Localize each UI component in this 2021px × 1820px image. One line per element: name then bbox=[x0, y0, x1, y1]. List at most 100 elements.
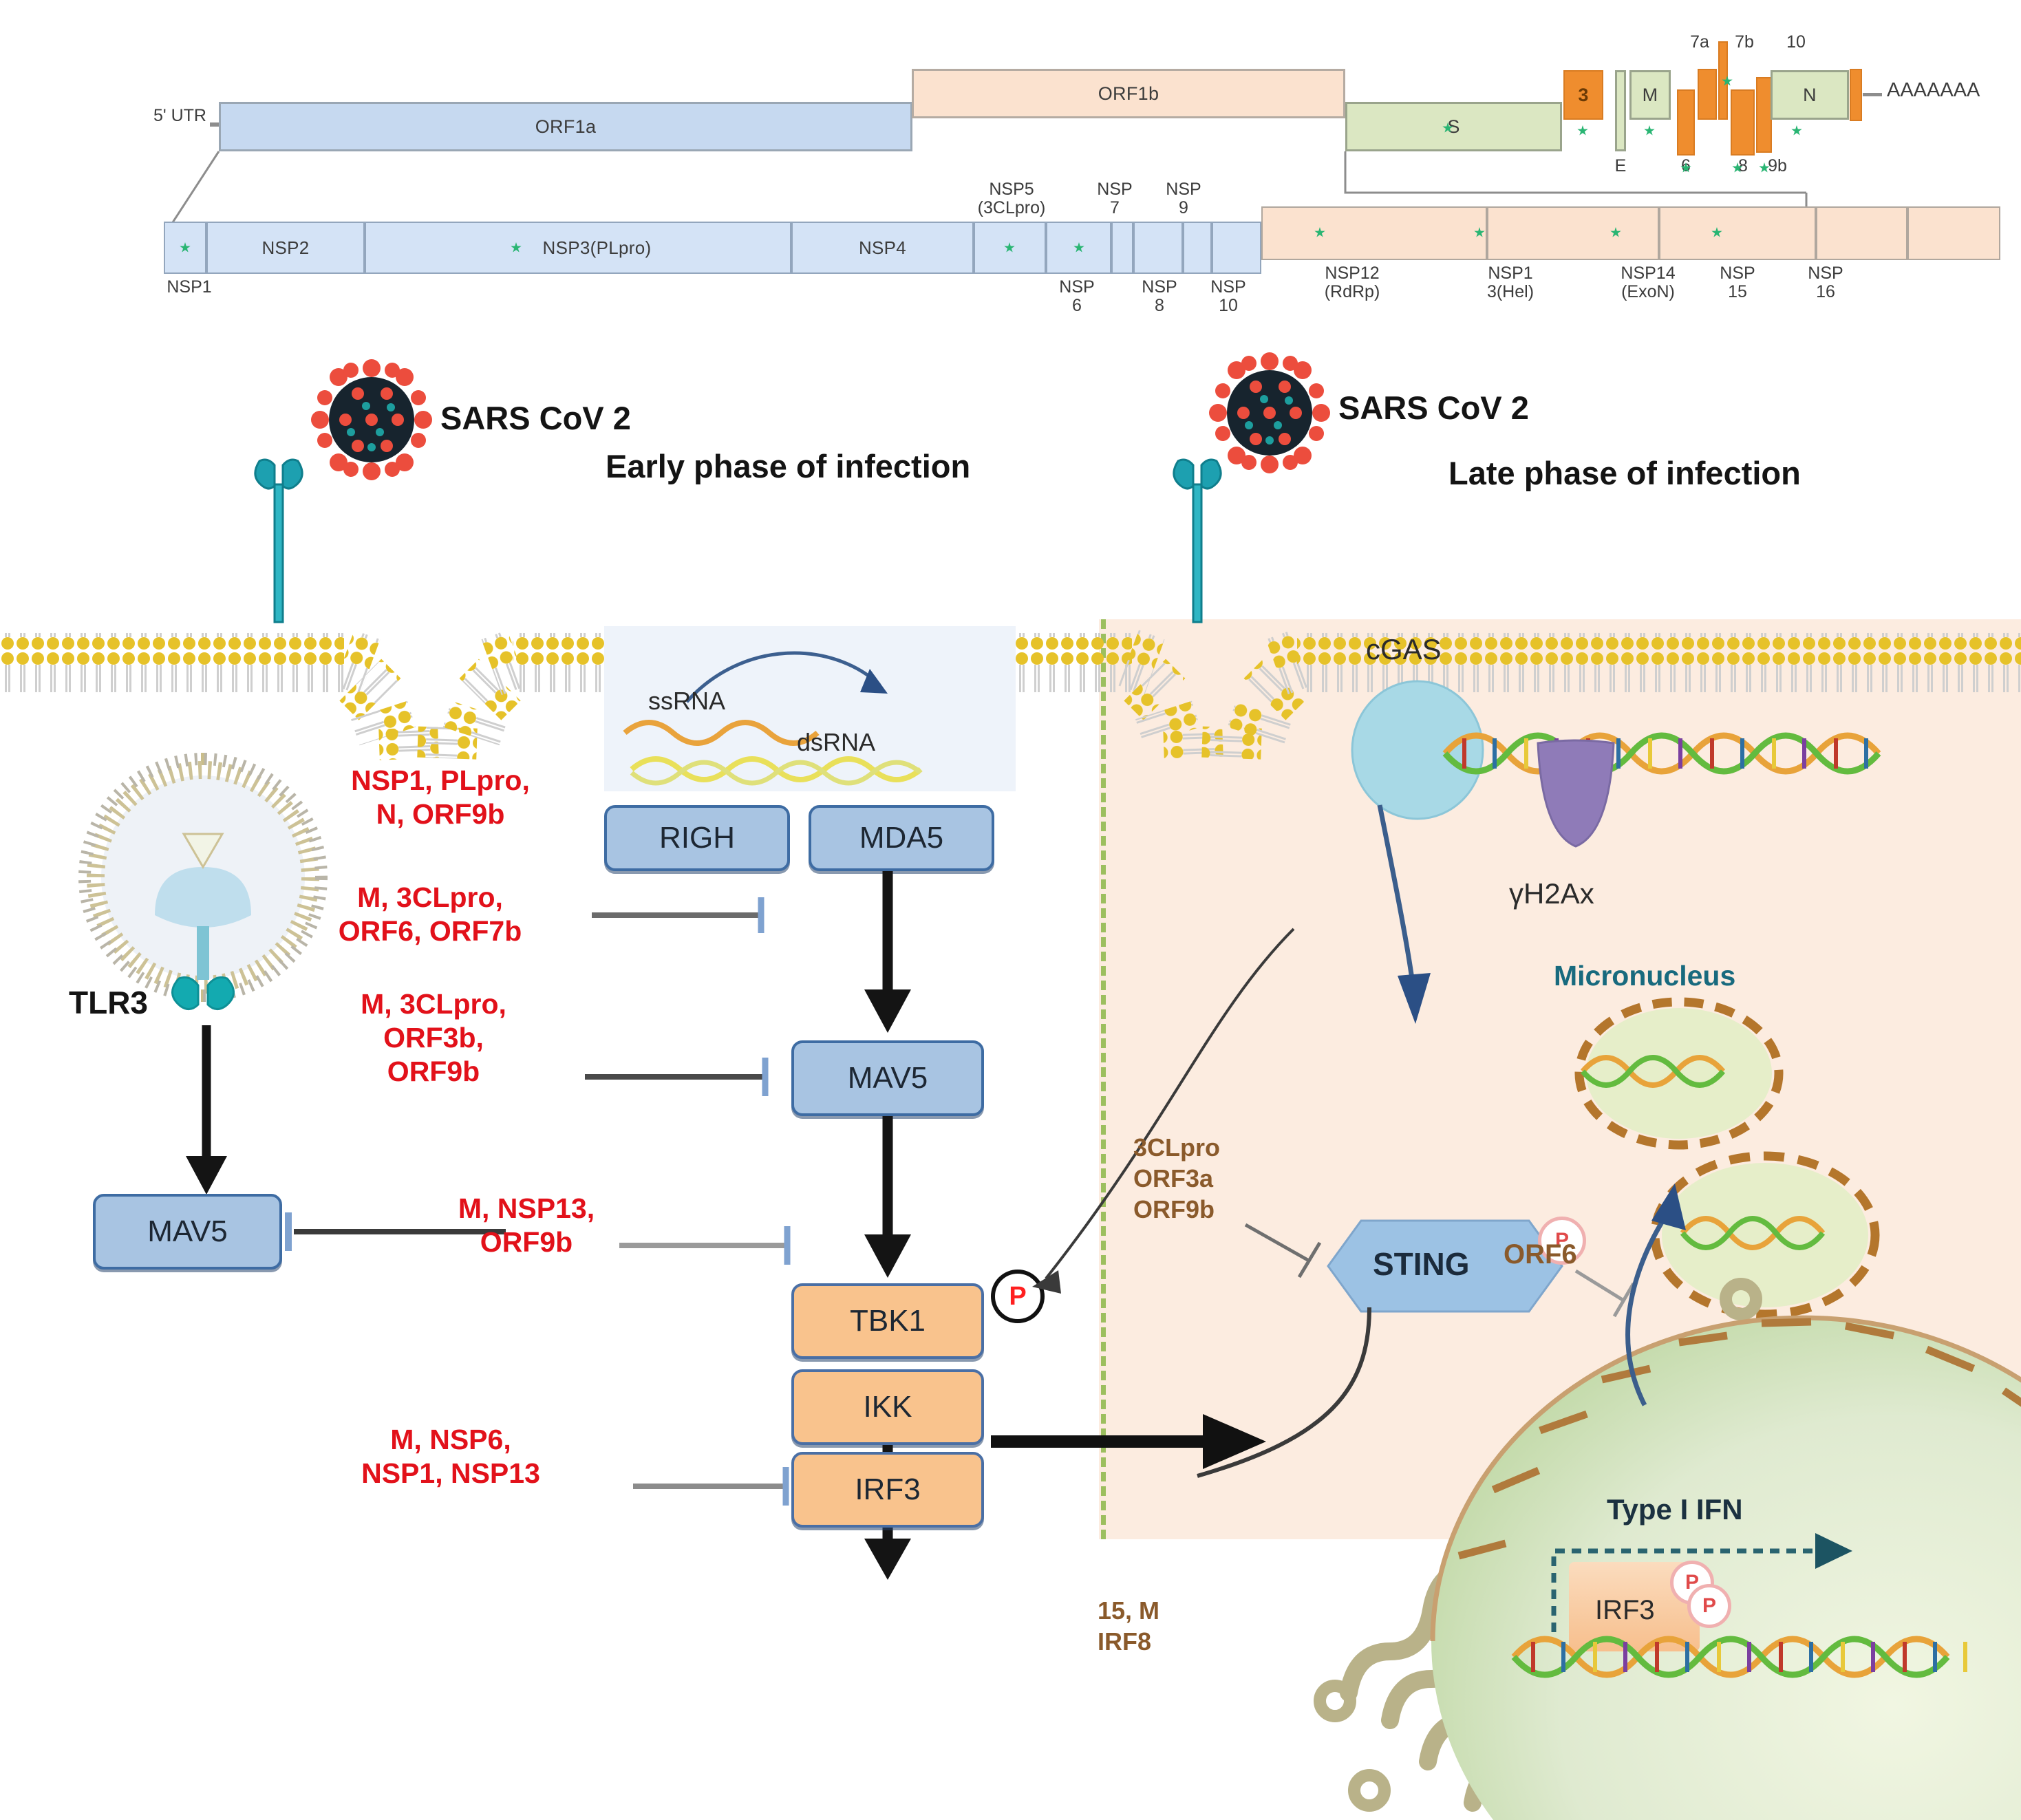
orf1b-label: ORF1b bbox=[1098, 83, 1159, 104]
inhibitor-irf3-connector bbox=[633, 1467, 789, 1506]
nsp15-segment bbox=[1816, 206, 1907, 260]
late-phase-title: Late phase of infection bbox=[1448, 455, 1801, 491]
nsp6-label: NSP 6 bbox=[1059, 277, 1095, 315]
nsp2-segment: NSP2 bbox=[206, 222, 365, 274]
node-mav5-tlr3[interactable]: MAV5 bbox=[93, 1194, 282, 1270]
inhibitor-entry-label: NSP1, PLpro, N, ORF9b bbox=[351, 764, 530, 831]
micronucleus-lower-icon bbox=[1650, 1151, 1880, 1319]
node-sting-shape[interactable] bbox=[1327, 1218, 1563, 1314]
polya-tick bbox=[1863, 93, 1882, 96]
phospho-label: P bbox=[1554, 1229, 1569, 1252]
cgas-icon bbox=[1351, 680, 1484, 820]
nsp9-label: NSP 9 bbox=[1166, 180, 1201, 217]
nsp10-segment bbox=[1212, 222, 1261, 274]
nsp5-label: NSP5 (3CLpro) bbox=[977, 180, 1046, 217]
inhibitor-rig-mda5-connector bbox=[592, 897, 764, 933]
node-irf3[interactable]: IRF3 bbox=[791, 1452, 984, 1528]
node-mda5-label: MDA5 bbox=[859, 821, 944, 855]
orf6-label: ORF6 bbox=[1504, 1239, 1577, 1270]
inhibitor-mav5-left-connector bbox=[285, 1212, 506, 1251]
phospho-sting-icon: P bbox=[1538, 1217, 1586, 1265]
nsp7-segment bbox=[1111, 222, 1133, 274]
sting-to-er-curve bbox=[1197, 1307, 1371, 1478]
node-righ-label: RIGH bbox=[659, 821, 735, 855]
mda5-to-mavs-arrow bbox=[864, 871, 911, 1033]
gene-10-box bbox=[1850, 69, 1862, 121]
orf1a-label: ORF1a bbox=[535, 116, 597, 137]
gh2ax-icon bbox=[1537, 739, 1615, 848]
dsrna-label: dsRNA bbox=[797, 728, 876, 756]
virion-left-icon bbox=[311, 359, 432, 480]
gh2ax-label: γH2Ax bbox=[1509, 877, 1594, 910]
nsp12-segment bbox=[1261, 206, 1487, 260]
nsp7-label: NSP 7 bbox=[1097, 180, 1133, 217]
inhibitor-tbk1-connector bbox=[619, 1226, 791, 1265]
nsp2-label: NSP2 bbox=[261, 237, 310, 258]
node-mda5[interactable]: MDA5 bbox=[809, 805, 994, 871]
nsp16-label: NSP 16 bbox=[1808, 264, 1843, 301]
inhibitor-mavs-label: M, 3CLpro, ORF3b, ORF9b bbox=[361, 988, 506, 1088]
inhibitor-rig-mda5-label: M, 3CLpro, ORF6, ORF7b bbox=[338, 881, 522, 948]
node-tbk1-label: TBK1 bbox=[849, 1304, 926, 1338]
node-tbk1[interactable]: TBK1 bbox=[791, 1283, 984, 1359]
nsp13-segment bbox=[1487, 206, 1659, 260]
inhibitor-irf3-label: M, NSP6, NSP1, NSP13 bbox=[361, 1424, 540, 1490]
node-ikk-label: IKK bbox=[863, 1390, 912, 1424]
nsp15-label: NSP 15 bbox=[1720, 264, 1755, 301]
gene-6-box bbox=[1677, 89, 1695, 156]
nsp16-segment bbox=[1907, 206, 2000, 260]
virion-right-label: SARS CoV 2 bbox=[1338, 389, 1529, 426]
tlr3-to-mavs-arrow bbox=[186, 1025, 227, 1195]
gene-e-box bbox=[1615, 70, 1626, 151]
gene-10-label: 10 bbox=[1786, 32, 1806, 52]
gene-3-label: 3 bbox=[1578, 84, 1589, 105]
node-righ[interactable]: RIGH bbox=[604, 805, 790, 871]
gene-8-label: 8 bbox=[1738, 156, 1748, 175]
partial-inhibitor-label: 15, M IRF8 bbox=[1098, 1596, 1160, 1656]
nsp1-label: NSP1 bbox=[167, 277, 212, 297]
nsp1-segment bbox=[164, 222, 206, 274]
nsp12-label: NSP12 (RdRp) bbox=[1324, 264, 1380, 301]
cytosolic-dna-icon bbox=[1442, 732, 1881, 775]
gene-e-label: E bbox=[1614, 156, 1627, 175]
gene-m-box: M bbox=[1629, 70, 1671, 120]
node-irf3-label: IRF3 bbox=[855, 1473, 921, 1506]
rna-conversion-arrow bbox=[623, 651, 923, 786]
irf3-translocation-arrow bbox=[991, 1414, 1266, 1469]
node-mav5-center-label: MAV5 bbox=[847, 1061, 928, 1095]
orf1b-box: ORF1b bbox=[912, 69, 1345, 118]
type-i-ifn-label: Type I IFN bbox=[1607, 1493, 1743, 1525]
tlr3-label: TLR3 bbox=[69, 985, 148, 1020]
nsp6-segment bbox=[1046, 222, 1111, 274]
micronucleus-upper-icon bbox=[1574, 997, 1784, 1150]
early-phase-title: Early phase of infection bbox=[606, 448, 971, 484]
panel-divider bbox=[1101, 619, 1106, 1539]
nsp3-label: NSP3(PLpro) bbox=[542, 237, 652, 258]
sting-to-tbk1-leader bbox=[1032, 928, 1295, 1294]
cgas-label: cGAS bbox=[1366, 633, 1442, 665]
node-mav5-tlr3-label: MAV5 bbox=[147, 1214, 228, 1248]
orf6-inhibitor-connector bbox=[1574, 1269, 1636, 1318]
endosome-tlr3-icon bbox=[78, 753, 328, 1010]
nsp4-label: NSP4 bbox=[858, 237, 907, 258]
inhibitor-sting-connector bbox=[1244, 1223, 1322, 1278]
nsp14-label: NSP14 (ExoN) bbox=[1621, 264, 1676, 301]
nuclear-export-arrow bbox=[1625, 1184, 1686, 1406]
gene-s-box: S bbox=[1345, 102, 1562, 151]
ssrna-label: ssRNA bbox=[648, 687, 726, 715]
inhibitor-sting-label: 3CLpro ORF3a ORF9b bbox=[1133, 1133, 1220, 1223]
phospho-label: P bbox=[1009, 1281, 1027, 1311]
node-ikk[interactable]: IKK bbox=[791, 1369, 984, 1445]
nsp14-segment bbox=[1659, 206, 1816, 260]
phospho-tbk1-icon: P bbox=[991, 1270, 1045, 1323]
gene-7b-label: 7b bbox=[1735, 32, 1754, 52]
inhibitor-mavs-connector bbox=[585, 1058, 769, 1096]
virion-right-icon bbox=[1209, 352, 1330, 473]
inhibitor-tbk1-label: M, NSP13, ORF9b bbox=[458, 1192, 595, 1259]
node-mav5-center[interactable]: MAV5 bbox=[791, 1040, 984, 1116]
node-sting-label: STING bbox=[1373, 1246, 1470, 1282]
type-i-ifn-arrow bbox=[1551, 1533, 1852, 1632]
ace2-receptor-right-icon bbox=[1173, 458, 1222, 623]
virion-left-label: SARS CoV 2 bbox=[440, 400, 631, 436]
utr-label: 5' UTR bbox=[153, 106, 206, 125]
